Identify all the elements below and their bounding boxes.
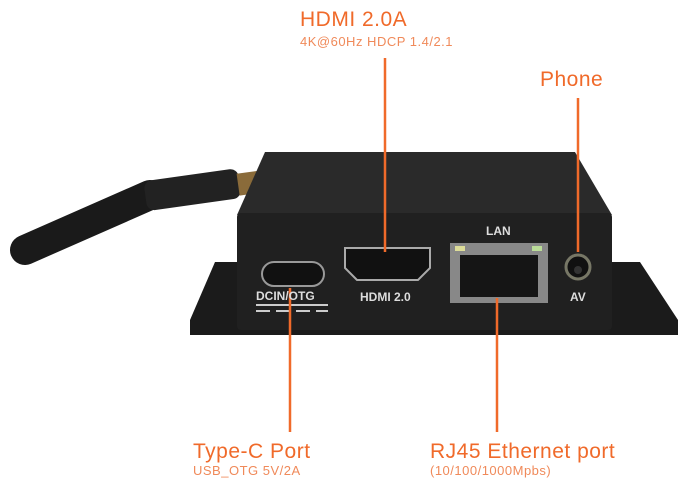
callout-lines [288,58,580,432]
hdmi-port [344,247,431,281]
silk-av: AV [570,290,586,304]
typec-subtitle: USB_OTG 5V/2A [193,463,301,478]
silk-hdmi: HDMI 2.0 [360,290,411,304]
hdmi-title: HDMI 2.0A [300,8,408,31]
silk-dcin: DCIN/OTG [256,289,315,303]
antenna-icon [10,169,262,265]
rj45-title: RJ45 Ethernet port [430,440,616,463]
device-top [237,152,612,215]
usb-c-port [261,261,325,287]
rj45-subtitle: (10/100/1000Mpbs) [430,463,552,478]
phone-label: Phone [540,68,604,91]
hdmi-subtitle: 4K@60Hz HDCP 1.4/2.1 [300,34,454,49]
typec-title: Type-C Port [193,440,311,463]
silk-lan: LAN [486,224,511,238]
